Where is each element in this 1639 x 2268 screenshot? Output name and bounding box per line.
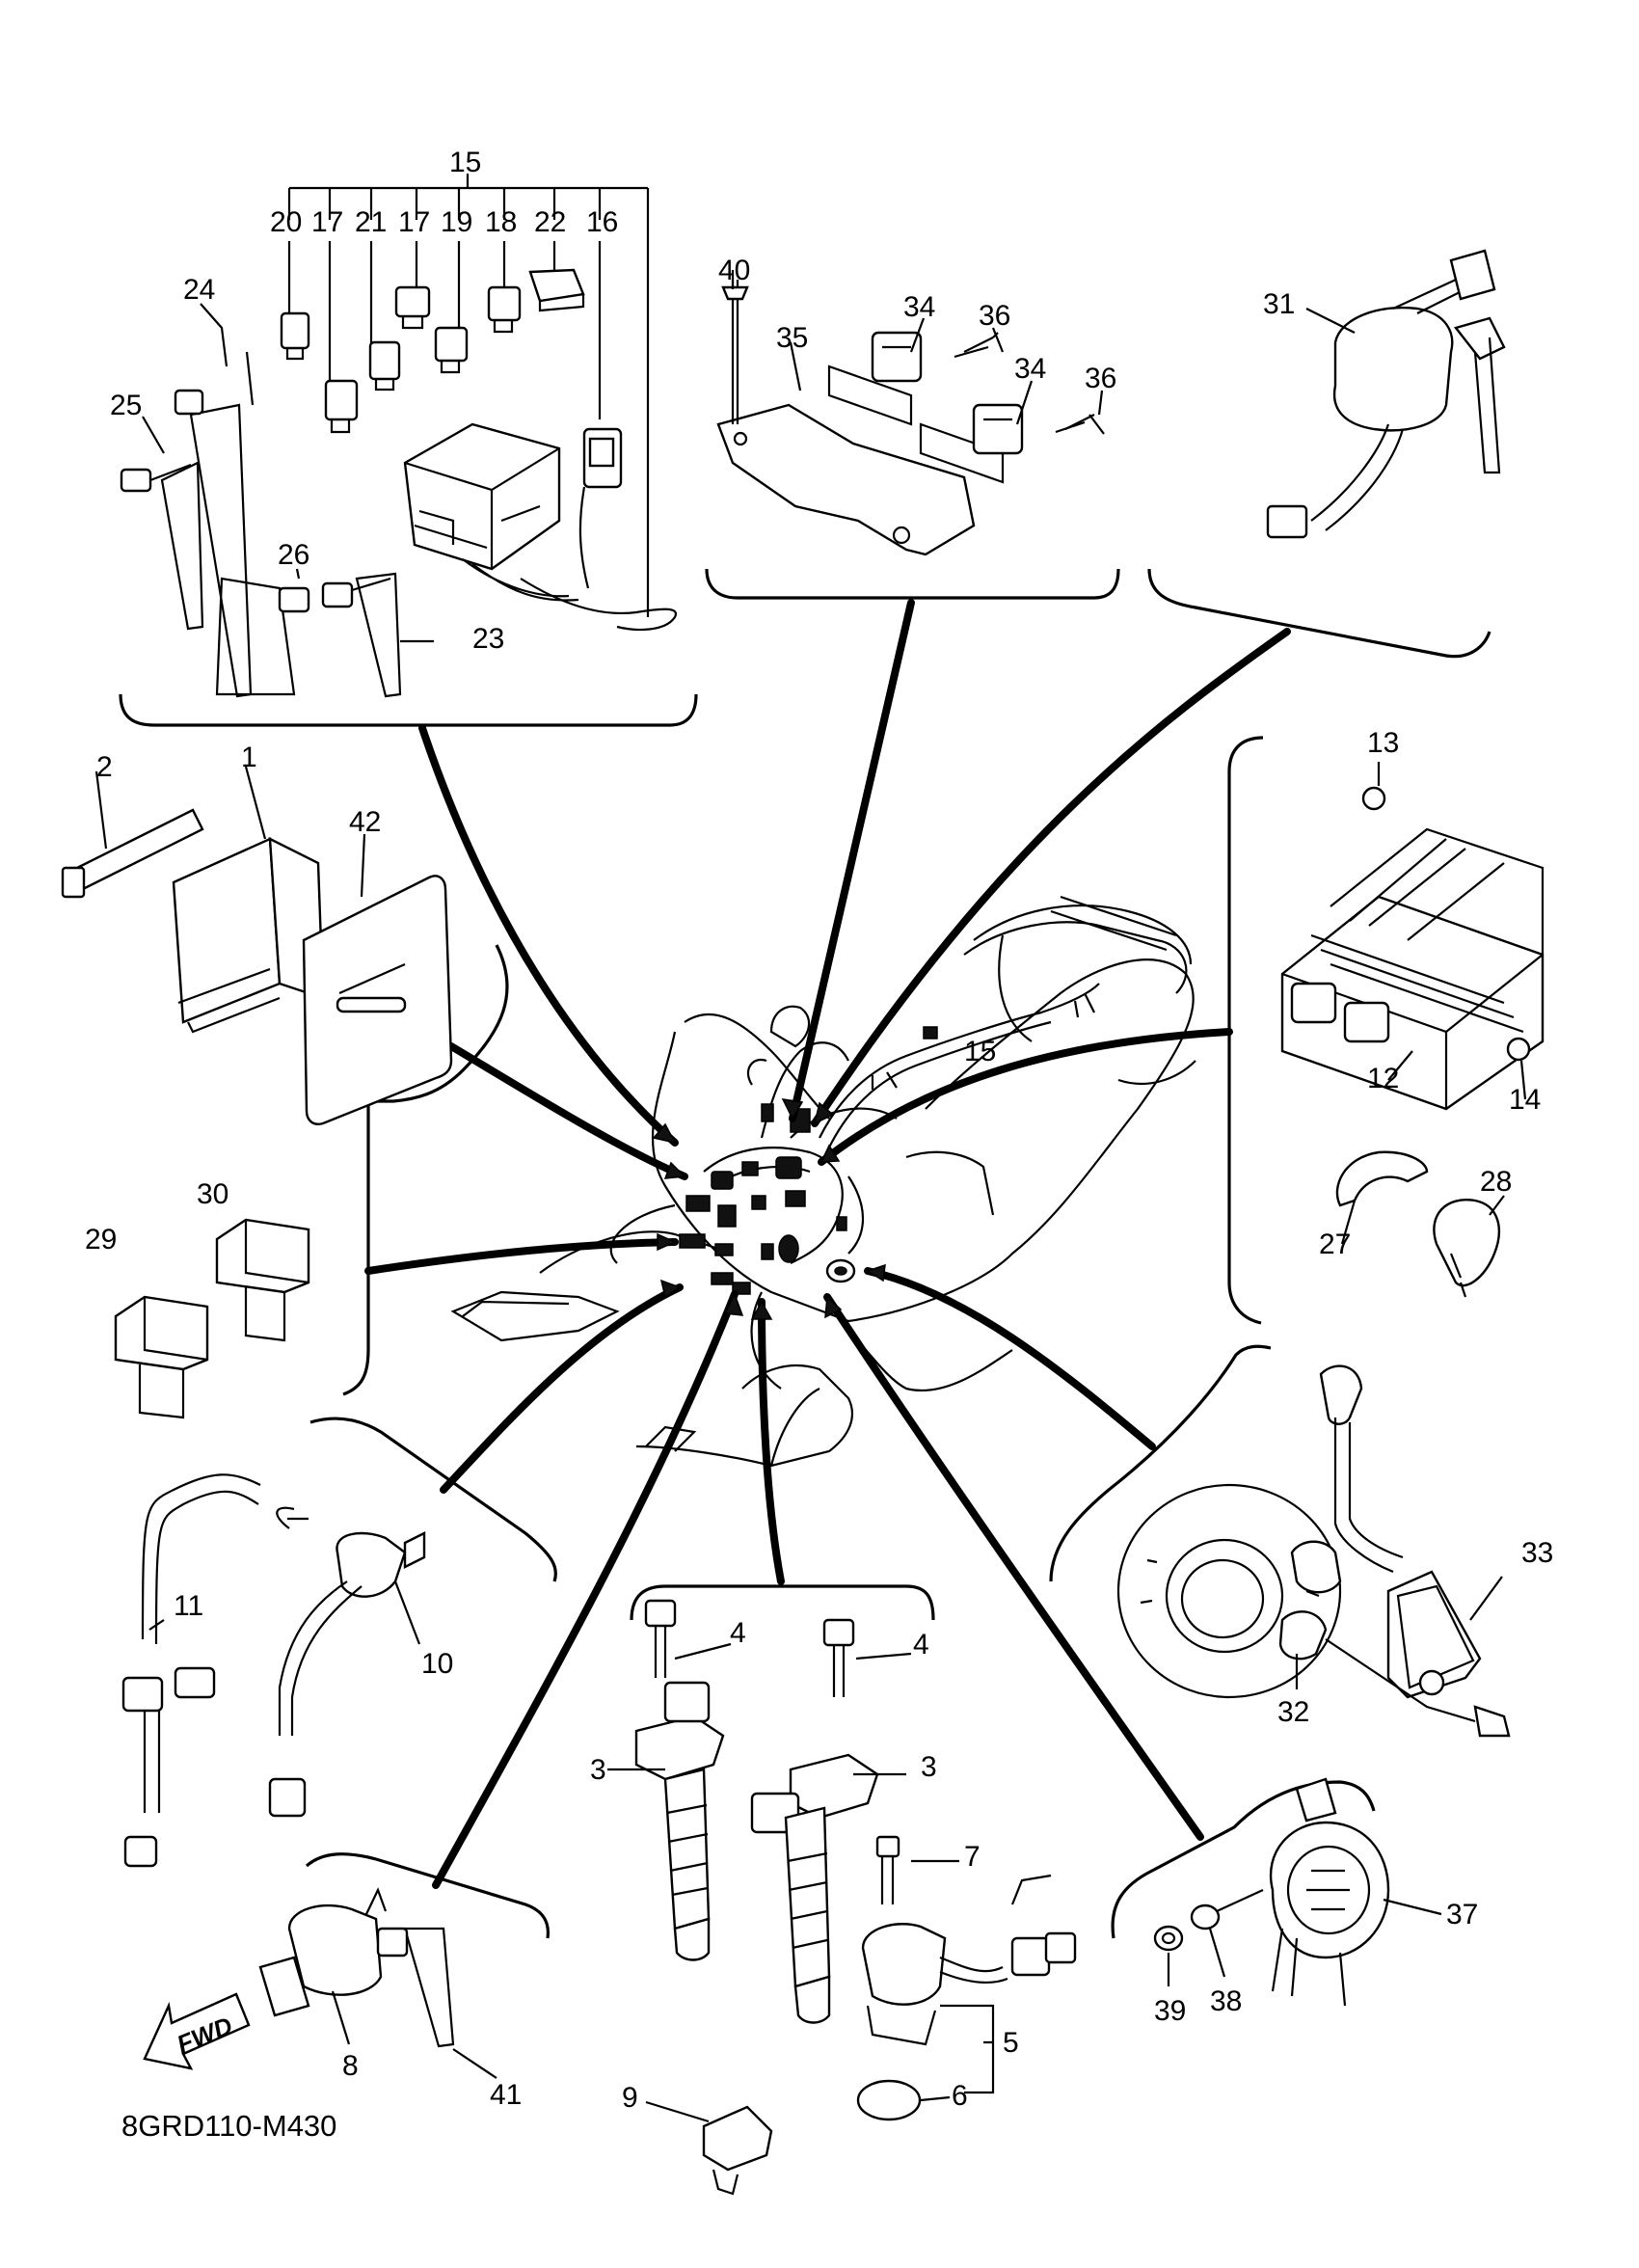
callout-14: 14 — [1509, 1084, 1541, 1116]
sensor-10-11-group — [121, 1473, 426, 1868]
callout-42: 42 — [349, 806, 381, 838]
callout-labels: 15 20 17 21 17 19 18 22 16 24 25 26 23 4… — [85, 147, 1553, 2114]
throttle-sensor-group — [702, 1835, 1077, 2196]
callout-32: 32 — [1277, 1696, 1309, 1728]
leader-arrowheads — [652, 1098, 886, 1320]
callout-30: 30 — [197, 1178, 228, 1210]
regulator-group — [1280, 786, 1545, 1298]
callout-6: 6 — [952, 2080, 968, 2112]
callout-26: 26 — [278, 539, 309, 571]
callout-29: 29 — [85, 1224, 117, 1256]
callout-34-a: 34 — [903, 291, 935, 323]
callout-17: 17 — [311, 206, 343, 238]
fwd-arrow-icon: FWD — [143, 1992, 251, 2070]
callout-leaders — [94, 270, 1527, 2123]
callout-36-b: 36 — [1085, 363, 1116, 394]
relay-bracket-group — [716, 280, 1105, 556]
callout-21: 21 — [355, 206, 387, 238]
callout-25: 25 — [110, 390, 142, 421]
callout-2: 2 — [96, 751, 113, 783]
group-brackets — [119, 568, 1491, 1939]
callout-15-b: 15 — [964, 1036, 996, 1067]
relay-group — [114, 1218, 310, 1419]
callout-3-b: 3 — [590, 1754, 606, 1786]
callout-15: 15 — [449, 147, 481, 178]
crank-sensor-group — [1116, 1364, 1511, 1738]
callout-39: 39 — [1154, 1995, 1186, 2027]
main-switch-group — [1266, 249, 1506, 539]
callout-7: 7 — [964, 1841, 981, 1873]
ecu-group — [61, 808, 453, 1125]
vehicle-frame-outline — [450, 895, 1196, 1468]
callout-4-b: 4 — [913, 1629, 929, 1660]
callout-23: 23 — [472, 623, 504, 655]
callout-11: 11 — [174, 1590, 203, 1622]
callout-22: 22 — [534, 206, 566, 238]
callout-8: 8 — [342, 2050, 359, 2082]
callout-17-b: 17 — [398, 206, 430, 238]
callout-34-b: 34 — [1014, 353, 1046, 385]
callout-10: 10 — [421, 1648, 453, 1680]
callout-4-a: 4 — [730, 1617, 746, 1649]
callout-35: 35 — [776, 322, 808, 354]
callout-33: 33 — [1521, 1537, 1553, 1569]
fuse-box-body-icon — [403, 422, 678, 632]
diagram-code: 8GRD110-M430 — [121, 2109, 336, 2143]
callout-3-a: 3 — [921, 1751, 937, 1783]
callout-20: 20 — [270, 206, 302, 238]
fuse-box-group — [120, 174, 678, 698]
callout-19: 19 — [441, 206, 472, 238]
callout-40: 40 — [718, 255, 750, 286]
callout-38: 38 — [1210, 1985, 1242, 2017]
callout-41: 41 — [490, 2079, 522, 2111]
callout-18: 18 — [485, 206, 517, 238]
cable-tie-icon — [120, 351, 402, 698]
fuse-icon — [280, 268, 585, 434]
callout-9: 9 — [622, 2082, 638, 2114]
callout-1: 1 — [241, 742, 257, 773]
ignition-coil-group — [634, 1599, 879, 2024]
horn-group — [1153, 1777, 1390, 2007]
leader-lines — [364, 599, 1291, 1889]
callout-5: 5 — [1003, 2027, 1019, 2059]
callout-27: 27 — [1319, 1228, 1351, 1260]
pressure-switch-group — [258, 1887, 455, 2048]
callout-13: 13 — [1367, 727, 1399, 759]
callout-36-a: 36 — [979, 300, 1010, 332]
callout-24: 24 — [183, 274, 215, 306]
callout-31: 31 — [1263, 288, 1295, 320]
callout-16: 16 — [586, 206, 618, 238]
callout-37: 37 — [1446, 1899, 1478, 1930]
callout-28: 28 — [1480, 1166, 1512, 1198]
callout-12: 12 — [1367, 1063, 1399, 1094]
